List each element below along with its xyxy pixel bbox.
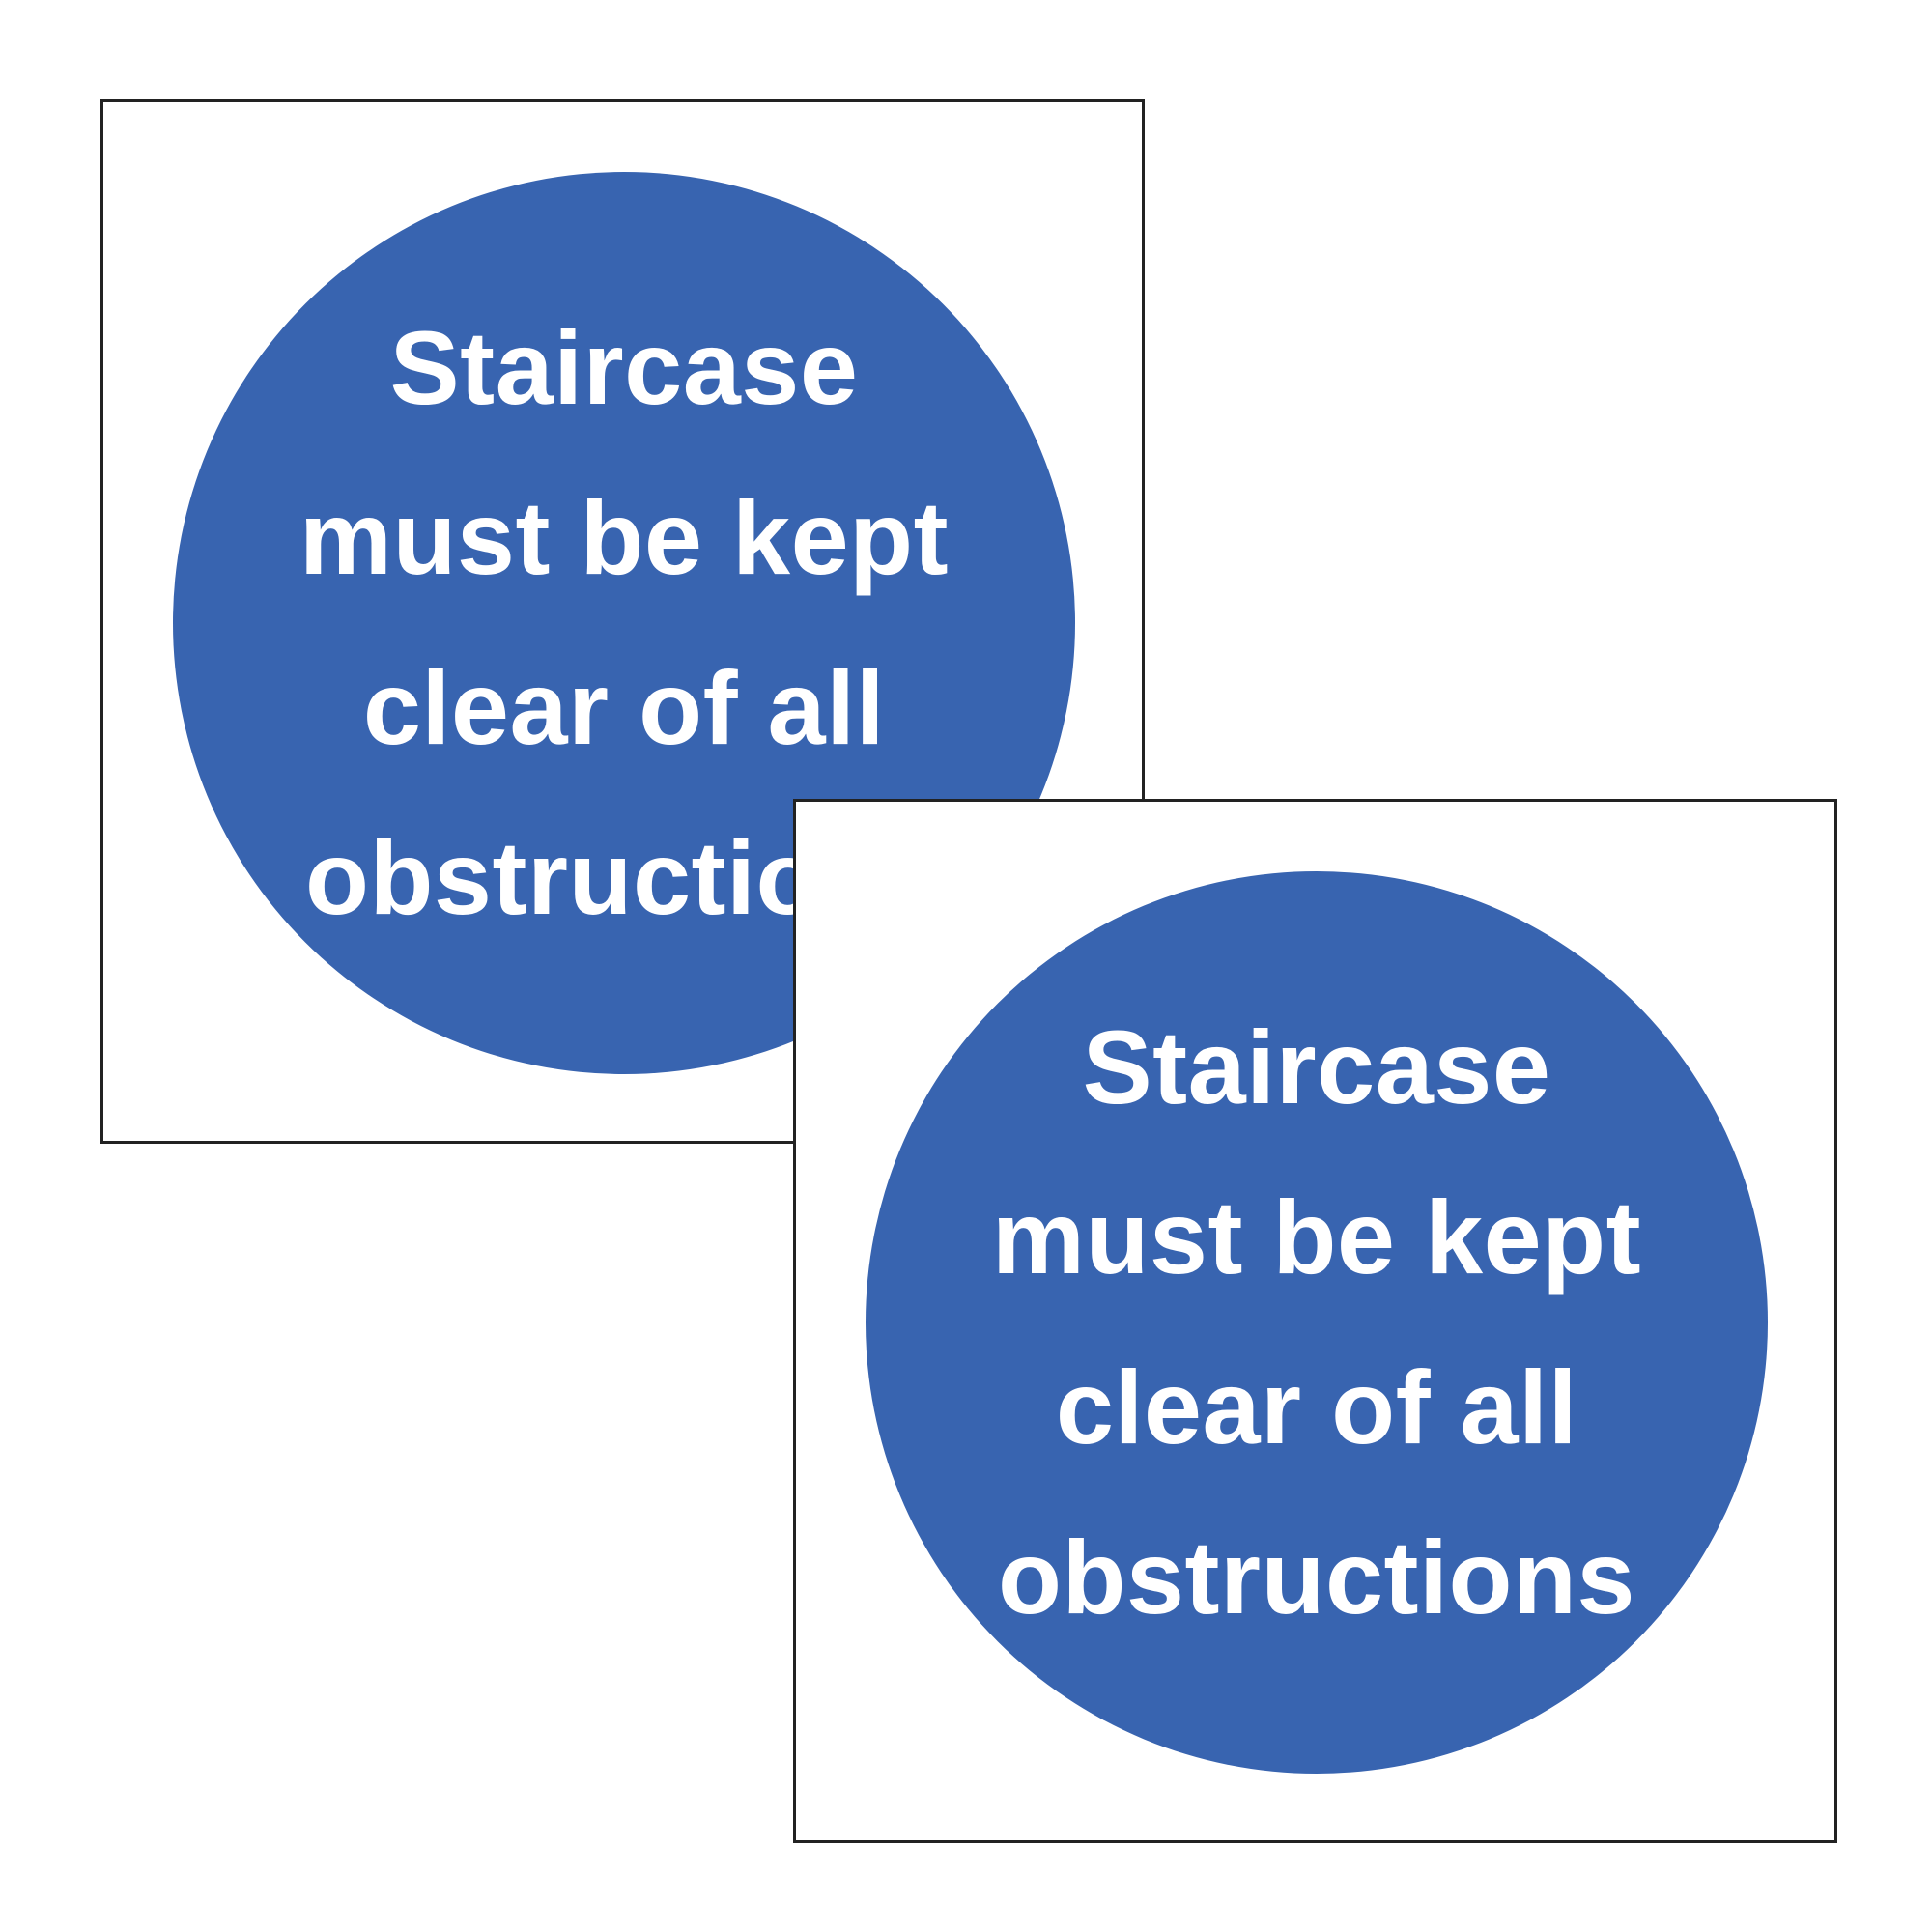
sign-back: Staircase must be kept clear of all obst… xyxy=(100,99,1145,1144)
sign-text-line: must be kept xyxy=(991,1179,1642,1295)
sign-front: Staircase must be kept clear of all obst… xyxy=(793,799,1837,1843)
sign-text-line: Staircase xyxy=(389,309,859,426)
sign-text-line: Staircase xyxy=(1082,1009,1551,1125)
mandatory-blue-disc: Staircase must be kept clear of all obst… xyxy=(866,871,1768,1774)
mandatory-blue-disc: Staircase must be kept clear of all obst… xyxy=(173,172,1075,1074)
sign-text-line: must be kept xyxy=(298,479,950,596)
sign-text-line: obstructions xyxy=(997,1519,1635,1635)
sign-text-line: clear of all xyxy=(1055,1349,1578,1465)
sign-text-line: clear of all xyxy=(362,649,886,766)
